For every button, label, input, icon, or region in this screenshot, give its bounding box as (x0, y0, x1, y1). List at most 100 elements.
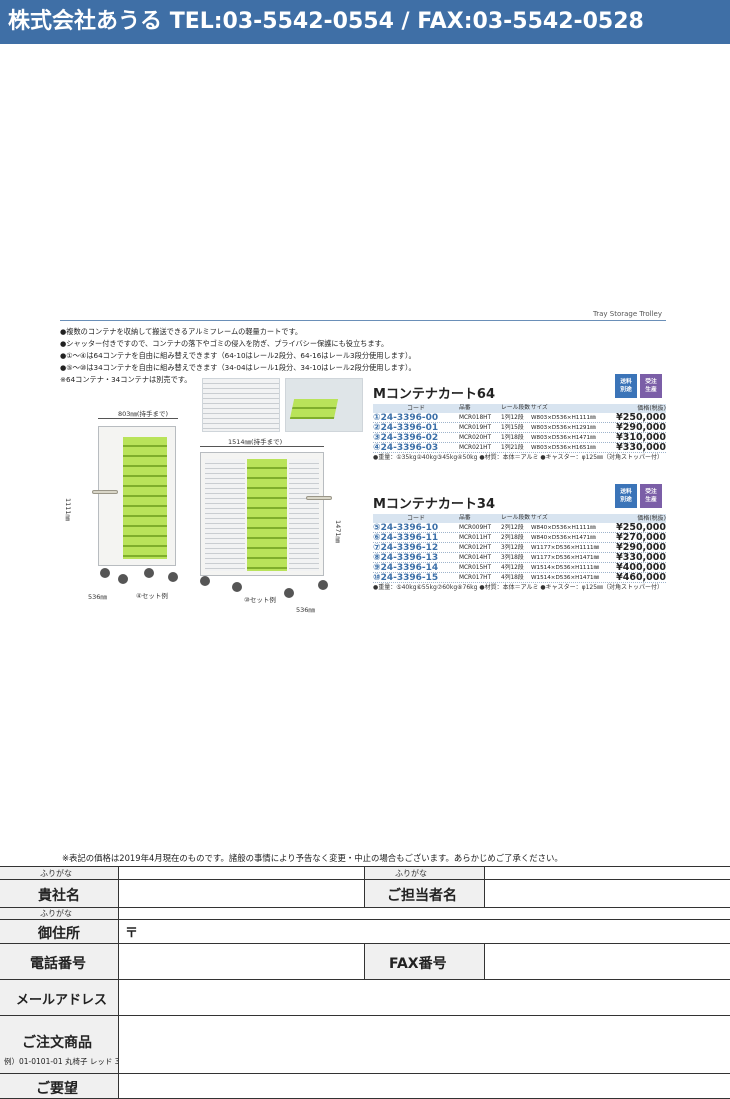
person-field[interactable] (484, 880, 730, 907)
product-rail: 4列12段 (501, 565, 524, 571)
postal-mark: 〒 (125, 926, 139, 941)
address-furigana-field[interactable] (118, 908, 730, 919)
table-header: コード 品番 レール段数 サイズ 価格(税抜) (373, 514, 666, 523)
product-rail: 1列15段 (501, 425, 524, 431)
product-note: ●重量：⑤40kg⑥55kg⑦60kg⑧76kg ●材質：本体＝アルミ ●キャス… (373, 584, 664, 591)
product-model: MCR020HT (459, 435, 492, 441)
request-row: ご要望 (0, 1073, 730, 1099)
dimension-line (200, 446, 324, 447)
product-code: ②24-3396-01 (373, 423, 439, 433)
header-code: コード (406, 515, 425, 522)
person-furigana-field[interactable] (484, 867, 730, 879)
product-size: W840×D536×H1471㎜ (531, 535, 596, 541)
request-field[interactable] (118, 1074, 730, 1098)
wheel (200, 576, 210, 586)
shipping-badge: 送料別途 (615, 374, 637, 398)
email-field[interactable] (118, 980, 730, 1015)
product-model: MCR009HT (459, 525, 492, 531)
furigana-row: ふりがな ふりがな (0, 866, 730, 879)
product-size: W803×D536×H1111㎜ (531, 415, 596, 421)
header-size: サイズ (531, 405, 548, 411)
product-model: MCR011HT (459, 535, 492, 541)
product-code: ⑧24-3396-13 (373, 553, 439, 563)
company-row: 貴社名 ご担当者名 (0, 879, 730, 907)
product-block-64: Mコンテナカート64 送料別途 受注生産 コード 品番 レール段数 サイズ 価格… (373, 374, 666, 462)
furigana-row: ふりがな (0, 907, 730, 919)
cart2-set-label: ⑩セット例 (244, 596, 276, 604)
header-model: 品番 (459, 515, 471, 521)
cart2-depth: 536㎜ (296, 606, 315, 614)
product-size: W1514×D536×H1471㎜ (531, 575, 600, 581)
product-model: MCR015HT (459, 565, 492, 571)
contact-numbers: TEL:03-5542-0554 / FAX:03-5542-0528 (169, 9, 644, 34)
product-price: ¥250,000 (616, 412, 666, 423)
cart1-handle (92, 490, 118, 494)
product-code: ③24-3396-02 (373, 433, 439, 443)
wheel (168, 572, 178, 582)
order-badge: 受注生産 (640, 484, 662, 508)
product-code: ⑩24-3396-15 (373, 573, 439, 583)
price-disclaimer: ※表記の価格は2019年4月現在のものです。諸般の事情により予告なく変更・中止の… (62, 853, 563, 863)
product-price: ¥310,000 (616, 432, 666, 443)
shutter-photo (202, 378, 280, 432)
product-code: ⑤24-3396-10 (373, 523, 439, 533)
order-badge: 受注生産 (640, 374, 662, 398)
badge-group: 送料別途 受注生産 (615, 484, 662, 508)
product-code: ①24-3396-00 (373, 413, 439, 423)
order-row: ご注文商品 例）01-0101-01 丸椅子 レッド 3個 (0, 1015, 730, 1073)
header-bar: 株式会社あうる TEL:03-5542-0554 / FAX:03-5542-0… (0, 0, 730, 44)
product-rail: 2列12段 (501, 525, 524, 531)
product-rail: 4列18段 (501, 575, 524, 581)
cart1-depth: 536㎜ (88, 593, 107, 601)
email-label: メールアドレス (16, 993, 108, 1008)
product-code: ④24-3396-03 (373, 443, 439, 453)
fax-label: FAX番号 (389, 956, 447, 972)
table-row: ⑦24-3396-12 MCR012HT 3列12段 W1177×D536×H1… (373, 543, 666, 553)
company-label: 貴社名 (38, 888, 80, 904)
product-price: ¥290,000 (616, 542, 666, 553)
cart2-handle (306, 496, 332, 500)
product-rail: 2列18段 (501, 535, 524, 541)
product-code: ⑥24-3396-11 (373, 533, 439, 543)
feature-list: ●複数のコンテナを収納して搬送できるアルミフレームの軽量カートです。 ●シャッタ… (60, 326, 666, 386)
header-price: 価格(税抜) (637, 515, 666, 522)
product-size: W1514×D536×H1111㎜ (531, 565, 600, 571)
address-field[interactable]: 〒 (118, 920, 730, 943)
product-size: W840×D536×H1111㎜ (531, 525, 596, 531)
address-row: 御住所 〒 (0, 919, 730, 943)
product-title: Mコンテナカート34 (373, 497, 496, 512)
product-note: ●重量：①35kg②40kg③45kg④50kg ●材質：本体＝アルミ ●キャス… (373, 454, 664, 461)
table-row: ②24-3396-01 MCR019HT 1列15段 W803×D536×H12… (373, 423, 666, 433)
email-row: メールアドレス (0, 979, 730, 1015)
divider (60, 320, 666, 321)
feature-item: ●⑤〜⑩は34コンテナを自由に組み替えできます（34-04はレール1段分、34-… (60, 363, 416, 372)
basket-photo (285, 378, 363, 432)
fax-field[interactable] (484, 944, 730, 979)
order-example: 例）01-0101-01 丸椅子 レッド 3個 (4, 1057, 128, 1066)
feature-item: ●シャッター付きですので、コンテナの落下やゴミの侵入を防ぎ、プライバシー保護にも… (60, 339, 389, 348)
wheel (144, 568, 154, 578)
product-size: W1177×D536×H1111㎜ (531, 545, 600, 551)
table-row: ④24-3396-03 MCR021HT 1列21段 W803×D536×H16… (373, 443, 666, 453)
product-price: ¥400,000 (616, 562, 666, 573)
phone-row: 電話番号 FAX番号 (0, 943, 730, 979)
company-furigana-field[interactable] (118, 867, 364, 879)
product-price: ¥270,000 (616, 532, 666, 543)
furigana-label: ふりがな (395, 869, 427, 878)
badge-group: 送料別途 受注生産 (615, 374, 662, 398)
table-row: ⑧24-3396-13 MCR014HT 3列18段 W1177×D536×H1… (373, 553, 666, 563)
product-price: ¥250,000 (616, 522, 666, 533)
product-size: W803×D536×H1651㎜ (531, 445, 596, 451)
cart1-height: 1111㎜ (64, 498, 72, 522)
product-block-34: Mコンテナカート34 送料別途 受注生産 コード 品番 レール段数 サイズ 価格… (373, 484, 666, 592)
company-name: 株式会社あうる (8, 9, 163, 34)
phone-field[interactable] (118, 944, 364, 979)
table-row: ③24-3396-02 MCR020HT 1列18段 W803×D536×H14… (373, 433, 666, 443)
shipping-badge: 送料別途 (615, 484, 637, 508)
cart1-body (98, 426, 176, 566)
header-code: コード (406, 405, 425, 412)
product-model: MCR017HT (459, 575, 492, 581)
order-field[interactable] (118, 1016, 730, 1073)
table-row: ⑤24-3396-10 MCR009HT 2列12段 W840×D536×H11… (373, 523, 666, 533)
company-field[interactable] (118, 880, 364, 907)
